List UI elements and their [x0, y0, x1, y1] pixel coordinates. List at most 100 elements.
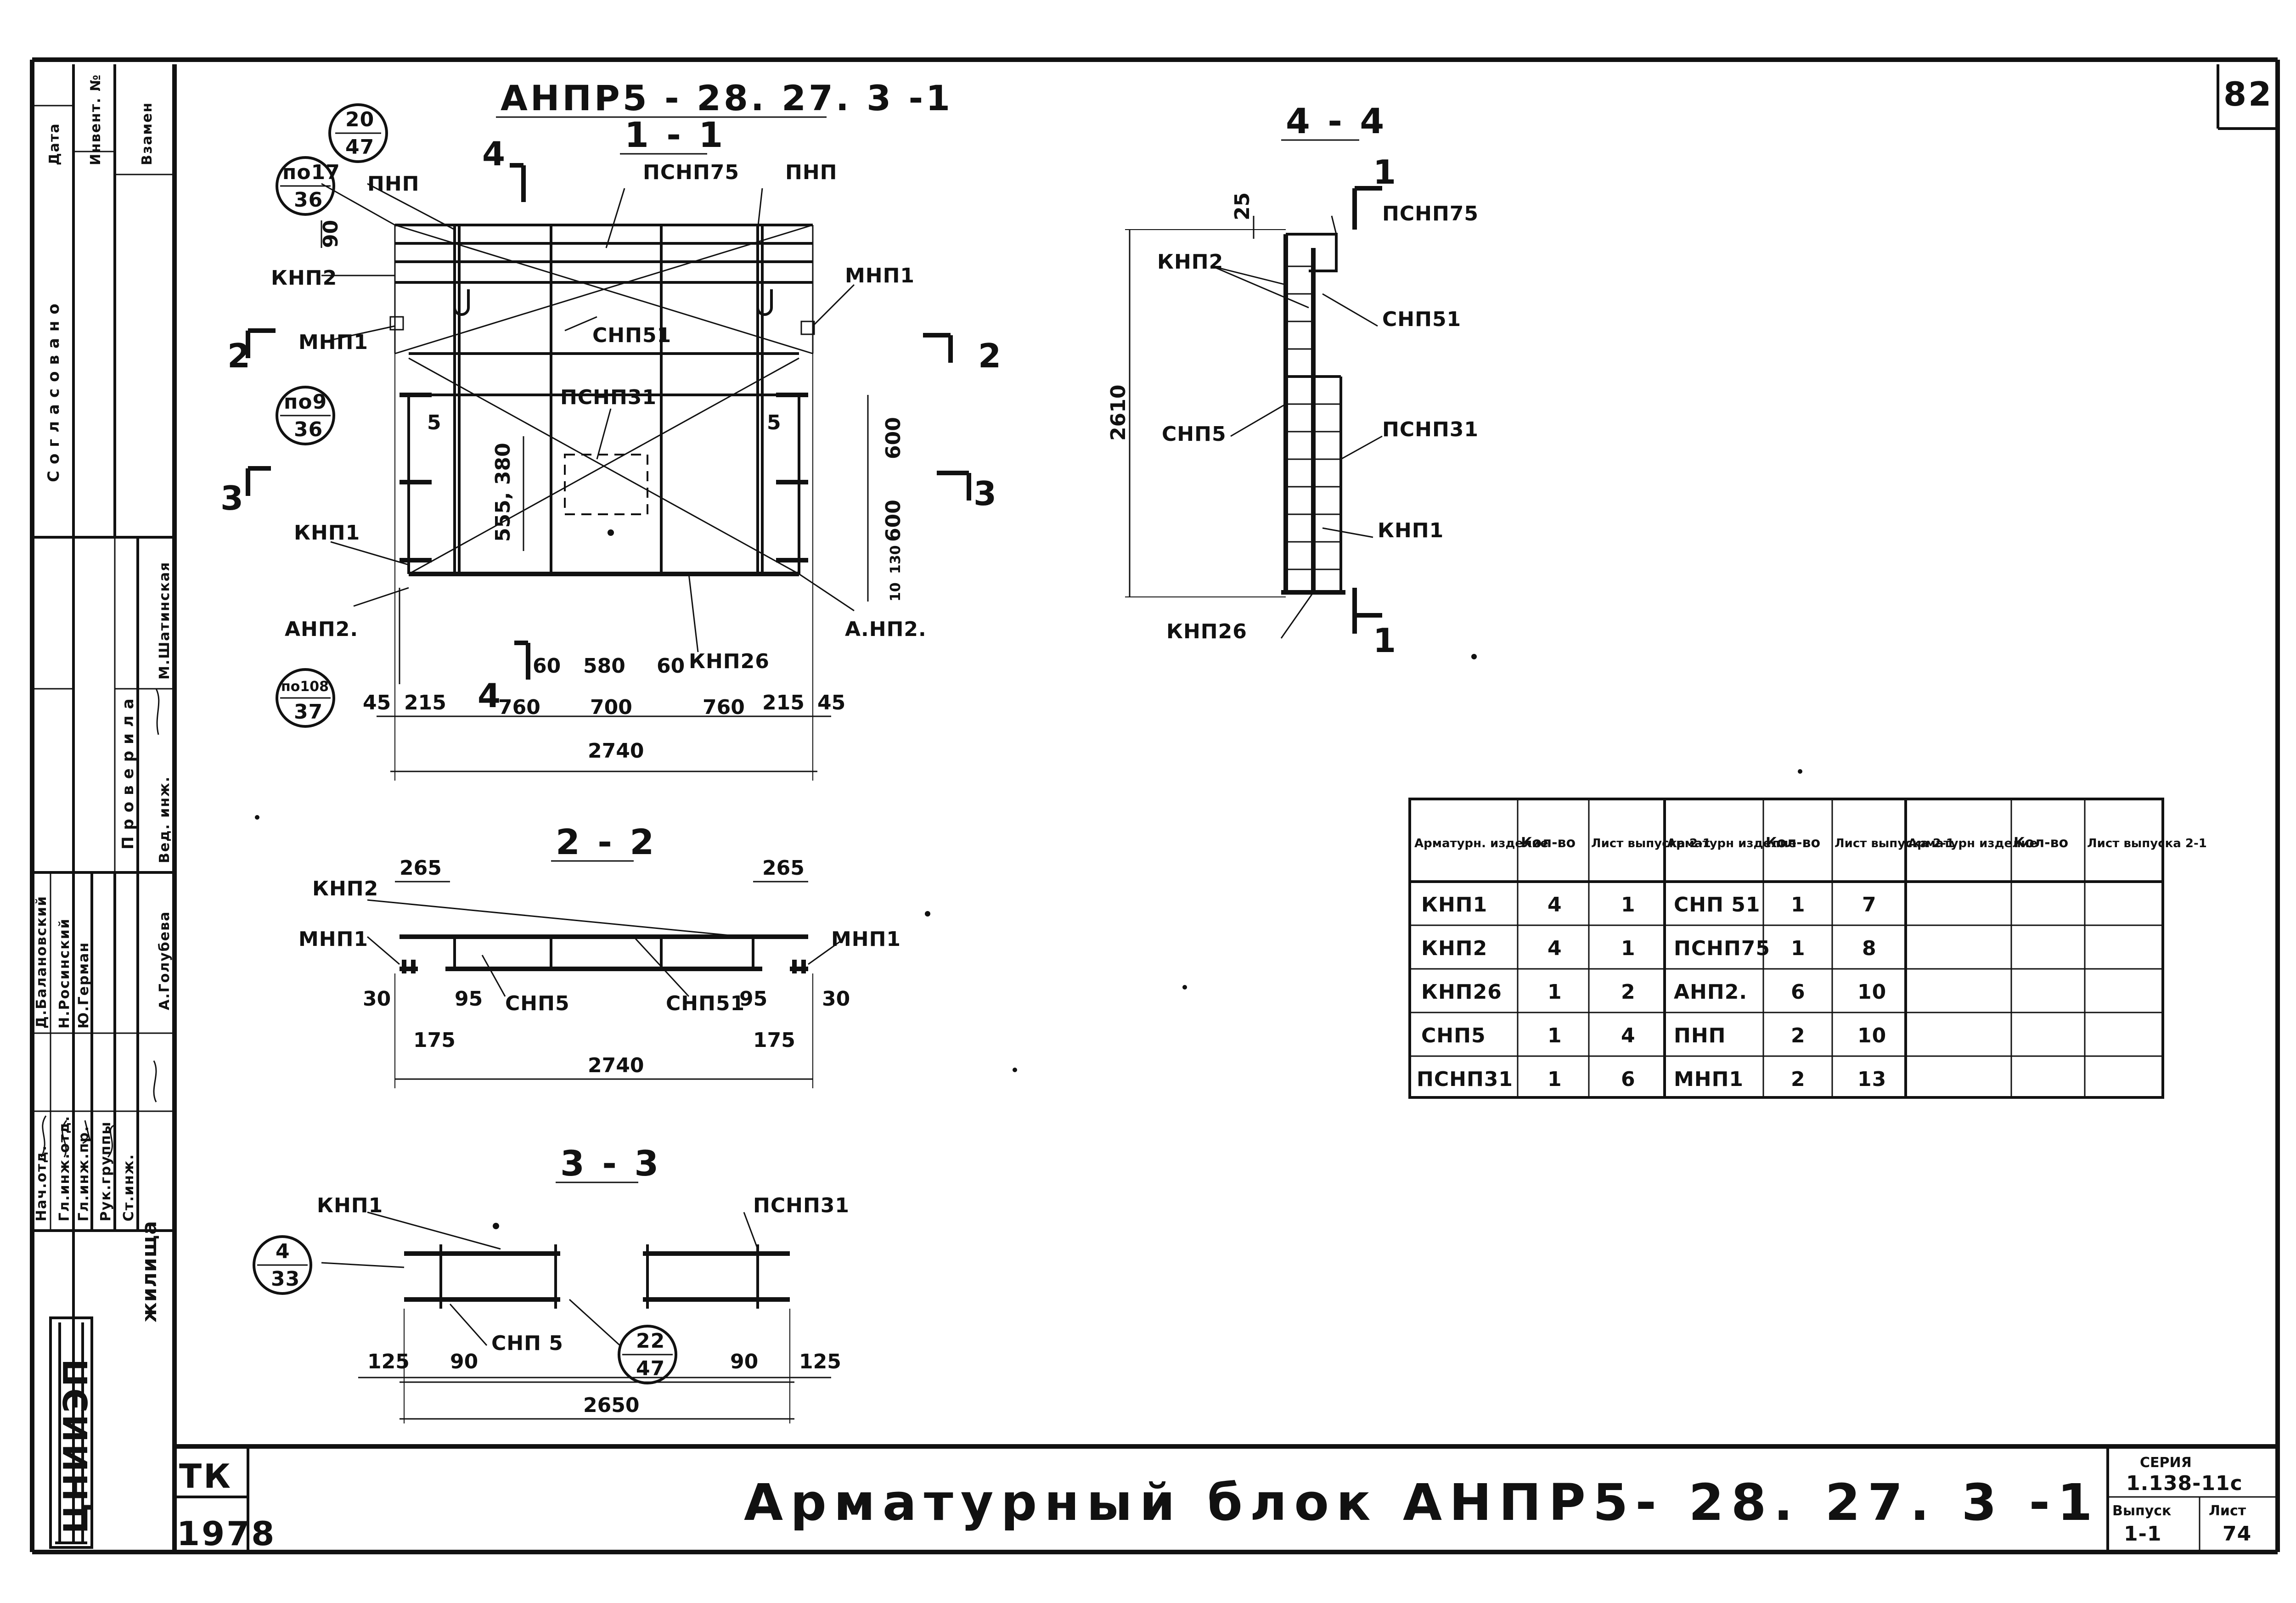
label-pnp-right: ПНП: [785, 161, 837, 184]
th-list-3: Лист выпуска 2-1: [2087, 837, 2207, 850]
label-pnp-left: ПНП: [367, 172, 419, 196]
tk-label: ТК: [179, 1457, 232, 1496]
table-cell: 4: [1621, 1024, 1636, 1047]
sheet-title: Арматурный блок АНПР5- 28. 27. 3 -1: [744, 1473, 2100, 1532]
th-kolvo-2: Кол-во: [1766, 835, 1820, 851]
table-cell: 1: [1621, 893, 1636, 917]
label-4-4-psnp31: ПСНП31: [1382, 418, 1479, 441]
label-knp2: КНП2: [271, 266, 337, 290]
org-mark: ЦНИИЭП: [56, 1357, 95, 1534]
table-cell: СНП 51: [1674, 893, 1761, 917]
strip-checker-name: М.Шатинская: [157, 562, 173, 680]
dim-5-left: 5: [427, 411, 441, 434]
table-cell: 1: [1548, 980, 1562, 1004]
label-4-4-knp1: КНП1: [1378, 519, 1444, 542]
table-cell: ПНП: [1674, 1024, 1726, 1047]
table-cell: 10: [1857, 1024, 1886, 1047]
cut-1-bottom: 1: [1373, 621, 1398, 660]
bubble-4-top: по108: [281, 679, 329, 695]
dim-3-3-125-left: 125: [367, 1350, 410, 1373]
callout-bubble: [328, 103, 388, 163]
org-sub: жилища: [138, 1221, 161, 1322]
dim-4-4-height: 2610: [1107, 385, 1130, 441]
table-cell: 2: [1621, 980, 1636, 1004]
sheet-number: 82: [2223, 75, 2273, 113]
dim-row-4: 60: [533, 654, 561, 678]
table-row: КНП2 4 1 ПСНП75 1 8: [1421, 937, 1876, 960]
label-psnp75: ПСНП75: [643, 161, 739, 184]
label-4-4-snp5: СНП5: [1162, 422, 1227, 446]
dim-2-2-265-left: 265: [400, 856, 442, 880]
table-cell: 13: [1857, 1068, 1886, 1091]
label-2-2-snp5: СНП5: [505, 992, 570, 1015]
dim-row-9: 215: [762, 691, 805, 714]
cut-4-bottom: 4: [478, 676, 502, 715]
bubble-1-bottom: 47: [345, 135, 374, 159]
table-cell: МНП1: [1674, 1068, 1744, 1091]
bubble-3-3-1-bottom: 33: [271, 1267, 300, 1291]
block-mark: АНПР5 - 28. 27. 3 -1: [501, 78, 953, 118]
th-list-1: Лист выпуска 2-1: [1591, 837, 1711, 850]
bubble-4-bottom: 37: [294, 700, 323, 724]
th-kolvo-1: Кол-во: [1521, 835, 1576, 851]
section-2-2: 2 - 2: [556, 821, 657, 862]
table-cell: ПСНП31: [1417, 1068, 1513, 1091]
th-izdelie-3: Арматурн изделие: [1908, 837, 2037, 850]
strip-role-3: Гл.инж.пр.: [76, 1125, 92, 1221]
cut-3-right: 3: [974, 474, 998, 513]
bubble-1-top: 20: [345, 108, 374, 131]
table-cell: 10: [1857, 980, 1886, 1004]
org-stamp: [49, 1316, 93, 1549]
sheet-label: Лист: [2209, 1503, 2246, 1519]
table-row: КНП1 4 1 СНП 51 1 7: [1421, 893, 1876, 917]
view-2-2-drawing: [367, 881, 841, 1088]
callout-bubble: [276, 156, 335, 216]
dim-2-2-175-right: 175: [753, 1029, 795, 1052]
table-cell: 1: [1621, 937, 1636, 960]
dim-90: 90: [319, 220, 343, 248]
strip-name-3: Ю.Герман: [76, 942, 92, 1029]
left-title-strip: [32, 64, 174, 1446]
label-3-3-knp1: КНП1: [317, 1194, 383, 1217]
dim-3-3-90-right: 90: [730, 1350, 758, 1373]
table-cell: 6: [1621, 1068, 1636, 1091]
table-cell: ПСНП75: [1674, 937, 1770, 960]
cut-4-top: 4: [482, 135, 507, 173]
signatures: [40, 688, 160, 1158]
callout-bubble: [276, 668, 335, 728]
dim-2-2-total: 2740: [588, 1054, 644, 1077]
dim-2-2-95-right: 95: [739, 987, 767, 1011]
series-value: 1.138-11с: [2126, 1472, 2243, 1495]
th-list-2: Лист выпуска 2-1: [1835, 837, 1954, 850]
dim-row-8: 760: [703, 696, 745, 719]
view-4-4-drawing: [1125, 186, 1383, 639]
label-anp2-left: АНП2.: [285, 618, 358, 641]
table-cell: 1: [1791, 893, 1806, 917]
label-3-3-snp5: СНП 5: [491, 1332, 563, 1355]
bubble-3-3-1-top: 4: [276, 1240, 290, 1263]
cut-3-left: 3: [220, 479, 245, 517]
th-izdelie-2: Арматурн изделие: [1667, 837, 1796, 850]
dim-row-2: 215: [404, 691, 446, 714]
dim-600-a: 600: [882, 417, 905, 459]
table-cell: 2: [1791, 1024, 1806, 1047]
strip-header-date: Дата: [46, 123, 62, 165]
th-kolvo-3: Кол-во: [2014, 835, 2068, 851]
th-izdelie-1: Арматурн. изделие: [1414, 837, 1548, 850]
label-2-2-mnp1-left: МНП1: [298, 928, 368, 951]
table-row: СНП5 1 4 ПНП 2 10: [1421, 1024, 1886, 1047]
dim-row-1: 45: [363, 691, 391, 714]
strip-checked: Проверила: [119, 692, 137, 849]
strip-role-1: Нач.отд.: [34, 1145, 50, 1221]
spec-table-grid: [1408, 798, 2164, 1099]
dim-130: 130: [888, 545, 904, 574]
label-knp1: КНП1: [294, 521, 360, 545]
label-anp2-right: А.НП2.: [845, 618, 927, 641]
dim-2-2-30-left: 30: [363, 987, 391, 1011]
cut-2-right: 2: [978, 337, 1003, 375]
series-label: СЕРИЯ: [2140, 1455, 2192, 1471]
dim-600-b: 600: [882, 500, 905, 542]
table-cell: 2: [1791, 1068, 1806, 1091]
label-4-4-psnp75: ПСНП75: [1382, 202, 1479, 225]
